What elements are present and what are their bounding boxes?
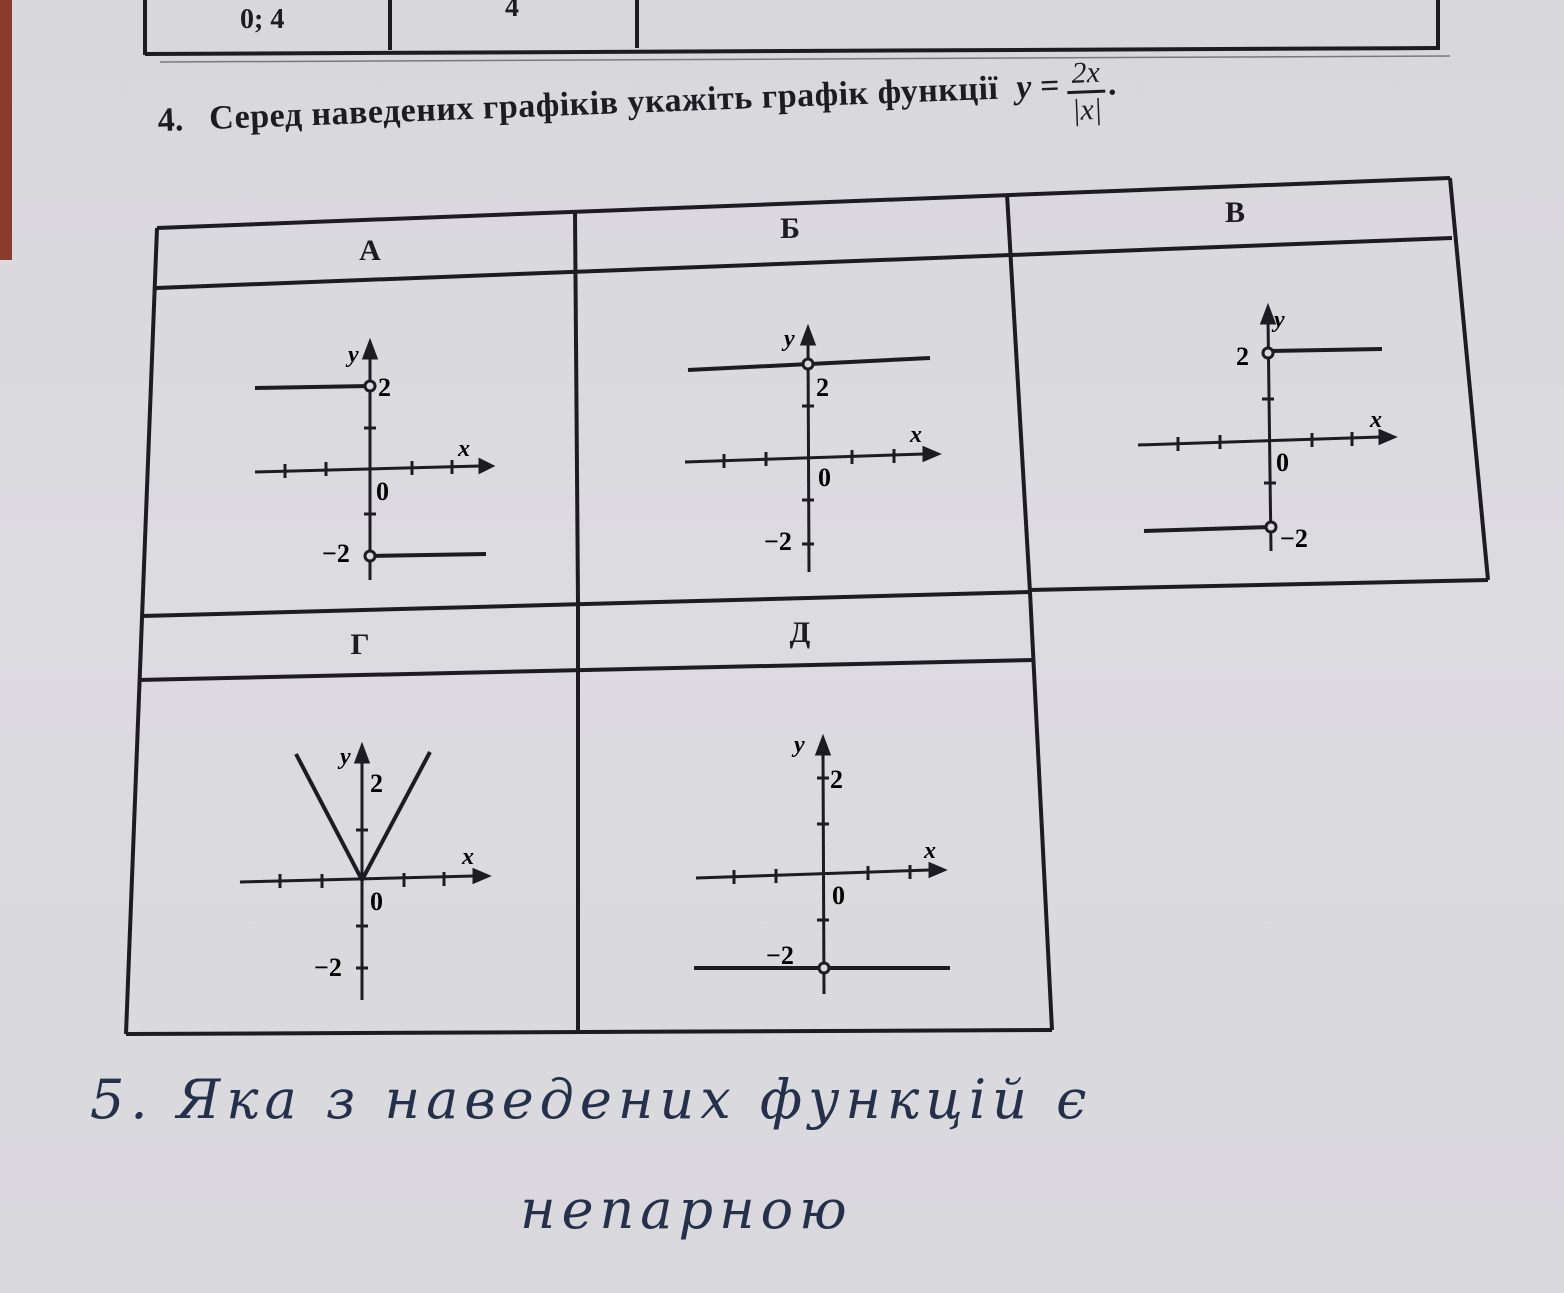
- graph-a-line-left: [254, 384, 371, 390]
- graph-v-line-left: [1143, 525, 1271, 533]
- graph-a-line-right: [369, 552, 487, 558]
- graph-v-tick-2: 2: [1236, 342, 1249, 371]
- graph-g-y-label: y: [337, 744, 351, 770]
- graph-v-open-point-top: [1261, 346, 1275, 360]
- graph-a-y-label: y: [345, 342, 359, 368]
- page-edge: [0, 0, 12, 260]
- graph-d: y x 0 2 −2: [694, 732, 950, 995]
- question-number: 4.: [157, 101, 184, 140]
- formula-denominator: |x|: [1071, 92, 1103, 127]
- graph-g-left-ray: [294, 753, 364, 881]
- graph-a-tick-2: 2: [378, 373, 391, 402]
- graph-v: y x 0 2 −2: [1137, 302, 1398, 553]
- graph-a-x-label: x: [457, 436, 470, 462]
- formula-numerator: 2x: [1066, 55, 1106, 95]
- option-header-g: Г: [350, 628, 370, 661]
- formula-lhs: y =: [1015, 67, 1060, 107]
- handwritten-line-2: непарною: [520, 1178, 853, 1241]
- graph-b-tick-2: 2: [816, 373, 829, 402]
- graph-b-origin: 0: [818, 463, 831, 492]
- graph-g: y x 0 2 −2: [239, 741, 492, 1000]
- option-header-a: А: [359, 234, 381, 267]
- graph-b-y-label: y: [781, 326, 795, 352]
- graph-g-x-label: x: [461, 844, 474, 870]
- option-header-v: В: [1224, 196, 1245, 229]
- graph-v-x-label: x: [1369, 407, 1382, 433]
- graph-g-tick-2: 2: [370, 769, 383, 798]
- graph-d-x-label: x: [923, 838, 936, 864]
- formula-end: .: [1108, 65, 1119, 103]
- graph-b: y x 0 2 −2: [684, 323, 942, 573]
- top-table-cell-2: 4: [505, 0, 519, 23]
- graph-b-x-label: x: [909, 422, 922, 448]
- formula-fraction: 2x |x|: [1066, 55, 1107, 128]
- graph-d-origin: 0: [832, 881, 845, 910]
- graph-v-tick-neg2: −2: [1280, 524, 1308, 553]
- graph-g-origin: 0: [370, 887, 383, 916]
- graph-d-tick-2: 2: [830, 765, 843, 794]
- option-header-b: Б: [780, 212, 800, 245]
- graph-a-origin: 0: [376, 477, 389, 506]
- graph-a: y x 0 2 −2: [254, 337, 496, 580]
- handwritten-line-1: 5. Яка з наведених функцій є: [90, 1068, 1093, 1131]
- graph-a-open-point-top: [363, 379, 377, 393]
- graph-d-y-label: y: [791, 732, 805, 758]
- graph-g-right-ray: [360, 751, 432, 881]
- graph-v-open-point-bottom: [1264, 520, 1278, 534]
- graph-a-tick-neg2: −2: [322, 539, 350, 568]
- graph-a-x-axis: [254, 464, 481, 474]
- graph-v-origin: 0: [1276, 448, 1289, 477]
- graph-v-y-label: y: [1271, 307, 1285, 333]
- option-header-d: Д: [789, 616, 811, 649]
- graph-g-tick-neg2: −2: [314, 953, 342, 982]
- graph-v-line-right: [1267, 347, 1383, 353]
- graph-d-tick-neg2: −2: [766, 941, 794, 970]
- graph-a-open-point-bottom: [363, 549, 377, 563]
- graph-d-open-point: [817, 961, 831, 975]
- graph-b-tick-neg2: −2: [764, 527, 792, 556]
- graph-b-open-point: [801, 357, 815, 371]
- top-table-cell-1: 0; 4: [240, 4, 285, 35]
